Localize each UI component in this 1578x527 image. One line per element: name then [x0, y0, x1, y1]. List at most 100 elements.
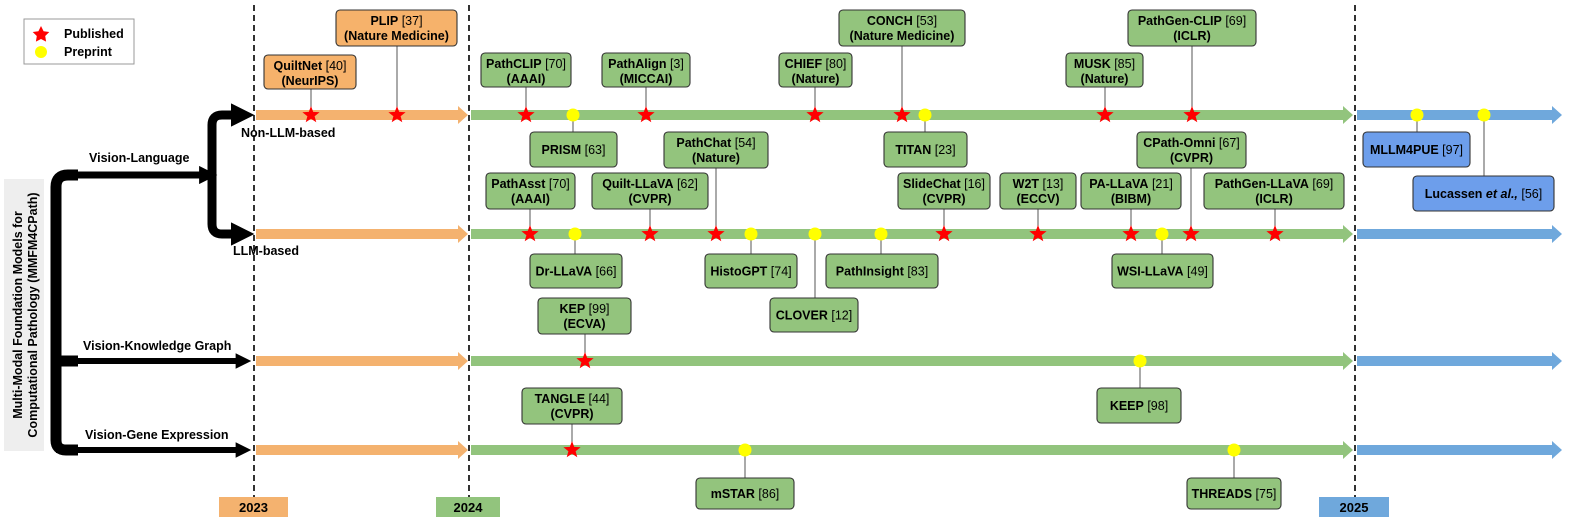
model-name: MLLM4PUE [1370, 143, 1439, 157]
model-name: PLIP [370, 14, 398, 28]
model-name: QuiltNet [274, 59, 323, 73]
model-name: CPath-Omni [1143, 136, 1215, 150]
legend-dot-icon [35, 46, 47, 58]
model-venue: (ECVA) [563, 317, 605, 331]
published-star-icon [707, 225, 725, 242]
model-ref: [67] [1215, 136, 1239, 150]
timeline-segment [256, 352, 468, 370]
model-box [601, 52, 691, 88]
model-node-lucassen: Lucassen et al., [56] [1412, 175, 1555, 212]
model-ref: [13] [1039, 177, 1063, 191]
model-title: MLLM4PUE [97] [1370, 143, 1463, 157]
preprint-dot-icon [1477, 108, 1491, 122]
timeline-segment [1357, 225, 1562, 243]
model-ref: [21] [1148, 177, 1172, 191]
model-box [999, 172, 1077, 210]
model-box [704, 253, 798, 289]
timeline-bars [256, 106, 1562, 459]
model-box [1412, 175, 1555, 212]
model-box [1065, 52, 1144, 88]
model-venue: (AAAI) [507, 72, 546, 86]
model-ref: [44] [585, 392, 609, 406]
model-box [480, 52, 572, 88]
model-title: PA-LLaVA [21] [1089, 177, 1173, 191]
branch-vision-language: Vision-Language [89, 151, 190, 165]
model-box [485, 172, 576, 210]
branch-llm: LLM-based [233, 244, 299, 258]
model-name: MUSK [1074, 57, 1111, 71]
model-venue: (Nature Medicine) [850, 29, 955, 43]
model-name: CHIEF [785, 57, 823, 71]
model-title: CPath-Omni [67] [1143, 136, 1240, 150]
preprint-dot-icon [918, 108, 932, 122]
model-ref: [69] [1309, 177, 1333, 191]
model-box [663, 131, 769, 169]
model-venue: (Nature) [692, 151, 740, 165]
model-box [897, 172, 991, 210]
model-title: PLIP [37] [370, 14, 422, 28]
model-ref: [69] [1222, 14, 1246, 28]
published-star-icon [1096, 106, 1114, 123]
model-box [825, 253, 939, 289]
model-name: TANGLE [535, 392, 585, 406]
model-title: TITAN [23] [895, 143, 955, 157]
published-star-icon [576, 352, 594, 369]
timeline-segment [1357, 352, 1562, 370]
model-ref: [63] [581, 143, 605, 157]
year-labels: 2023 2024 2025 [219, 497, 1389, 517]
model-venue: (BIBM) [1111, 192, 1151, 206]
model-name: PathAlign [608, 57, 666, 71]
year-2024-label: 2024 [454, 500, 484, 515]
model-venue: (Nature Medicine) [344, 29, 449, 43]
model-name: CLOVER [776, 309, 828, 323]
model-title: KEP [99] [559, 302, 609, 316]
preprint-dot-icon [744, 227, 758, 241]
model-venue: (Nature) [1081, 72, 1129, 86]
model-node-pathinsight: PathInsight [83] [825, 253, 939, 289]
published-star-icon [1183, 106, 1201, 123]
model-box [1080, 172, 1182, 210]
model-name: PathGen-LLaVA [1215, 177, 1309, 191]
branch-vision-gene: Vision-Gene Expression [85, 428, 229, 442]
model-ref: [80] [822, 57, 846, 71]
model-ref: [12] [828, 309, 852, 323]
model-name: PathGen-CLIP [1138, 14, 1222, 28]
model-name: mSTAR [711, 487, 755, 501]
model-ref: [86] [755, 487, 779, 501]
model-node-conch: CONCH [53](Nature Medicine) [838, 9, 966, 47]
model-ref: [75] [1252, 487, 1276, 501]
model-node-plip: PLIP [37](Nature Medicine) [335, 9, 458, 47]
model-name: CONCH [867, 14, 913, 28]
legend-published-label: Published [64, 27, 124, 41]
model-title: MUSK [85] [1074, 57, 1135, 71]
published-star-icon [388, 106, 406, 123]
timeline-segment [471, 225, 1353, 243]
timeline-segment [471, 106, 1353, 124]
timeline-segment [256, 225, 468, 243]
model-name: PRISM [542, 143, 582, 157]
model-box [1362, 131, 1471, 168]
published-star-icon [935, 225, 953, 242]
timeline-segment [1357, 106, 1562, 124]
published-star-icon [641, 225, 659, 242]
model-title: PRISM [63] [542, 143, 606, 157]
model-box [838, 9, 966, 47]
model-box [263, 54, 357, 90]
model-ref: [97] [1439, 143, 1463, 157]
published-star-icon [302, 106, 320, 123]
model-name: HistoGPT [710, 265, 767, 279]
preprint-dot-icon [738, 443, 752, 457]
model-venue: (CVPR) [628, 192, 671, 206]
model-venue: (NeurIPS) [282, 74, 339, 88]
preprint-dot-icon [1227, 443, 1241, 457]
model-node-clover: CLOVER [12] [769, 297, 859, 333]
model-name: PathChat [676, 136, 732, 150]
model-venue: (ECCV) [1016, 192, 1059, 206]
model-name: PathInsight [836, 265, 905, 279]
model-name: PA-LLaVA [1089, 177, 1148, 191]
model-box [529, 131, 618, 168]
model-venue: (ICLR) [1255, 192, 1293, 206]
model-title: PathChat [54] [676, 136, 755, 150]
model-title: PathGen-LLaVA [69] [1215, 177, 1334, 191]
